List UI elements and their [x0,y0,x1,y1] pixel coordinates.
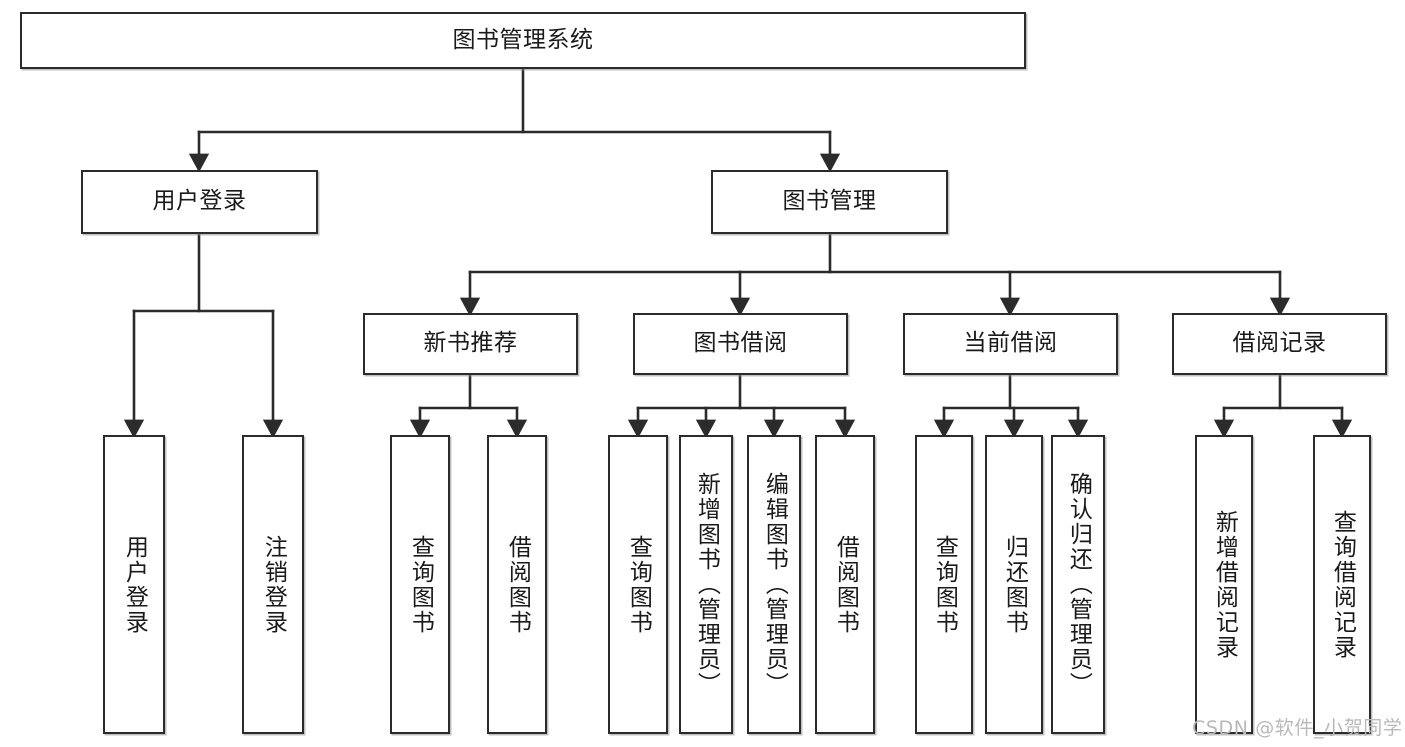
leaf-add-book[interactable]: 新增图书（管理员） [679,435,733,734]
node-user-login[interactable]: 用户登录 [81,170,318,234]
leaf-borrow-book-1-label: 借阅图书 [504,534,531,635]
node-current-borrow-label: 当前借阅 [963,330,1058,357]
node-book-manage[interactable]: 图书管理 [711,170,948,234]
leaf-add-book-label: 新增图书（管理员） [693,472,720,697]
node-new-book-recommend[interactable]: 新书推荐 [363,313,578,375]
leaf-borrow-book-2-label: 借阅图书 [832,534,859,635]
edge-root-bus [197,67,832,134]
node-borrow-record[interactable]: 借阅记录 [1172,313,1387,375]
leaf-confirm-return[interactable]: 确认归还（管理员） [1051,435,1105,734]
node-user-login-label: 用户登录 [152,188,247,215]
leaf-query-book-1[interactable]: 查询图书 [390,435,450,734]
node-root-label: 图书管理系统 [452,26,594,53]
leaf-confirm-return-label: 确认归还（管理员） [1065,472,1092,697]
node-book-borrow-label: 图书借阅 [693,330,788,357]
leaf-return-book-label: 归还图书 [1001,534,1028,635]
node-book-borrow[interactable]: 图书借阅 [633,313,848,375]
leaf-user-login-label: 用户登录 [121,534,148,635]
leaf-logout[interactable]: 注销登录 [242,435,304,734]
leaf-query-book-3[interactable]: 查询图书 [915,435,973,734]
edge-book-manage-bus [468,232,1282,274]
leaf-query-book-2[interactable]: 查询图书 [608,435,668,734]
edge-borrow-record-bus [1222,373,1344,410]
node-root[interactable]: 图书管理系统 [20,12,1026,69]
leaf-borrow-book-1[interactable]: 借阅图书 [487,435,547,734]
edge-current-borrow-bus [942,373,1080,410]
leaf-add-record-label: 新增借阅记录 [1211,509,1238,660]
edge-user-login-bus [132,232,275,313]
leaf-borrow-book-2[interactable]: 借阅图书 [815,435,875,734]
leaf-logout-label: 注销登录 [260,534,287,635]
leaf-return-book[interactable]: 归还图书 [985,435,1043,734]
leaf-query-record[interactable]: 查询借阅记录 [1313,435,1371,734]
node-current-borrow[interactable]: 当前借阅 [903,313,1118,375]
leaf-query-book-3-label: 查询图书 [931,534,958,635]
leaf-query-record-label: 查询借阅记录 [1329,509,1356,660]
node-book-manage-label: 图书管理 [782,188,877,215]
leaf-edit-book-label: 编辑图书（管理员） [761,472,788,697]
csdn-watermark: CSDN @软件_小贺同学 [1192,717,1403,739]
edge-new-book-recommend-bus [418,373,519,410]
leaf-add-record[interactable]: 新增借阅记录 [1195,435,1253,734]
leaf-query-book-1-label: 查询图书 [407,534,434,635]
node-new-book-recommend-label: 新书推荐 [423,330,518,357]
edge-book-borrow-bus [636,373,847,410]
leaf-query-book-2-label: 查询图书 [625,534,652,635]
leaf-user-login[interactable]: 用户登录 [103,435,165,734]
leaf-edit-book[interactable]: 编辑图书（管理员） [747,435,801,734]
node-borrow-record-label: 借阅记录 [1232,330,1327,357]
